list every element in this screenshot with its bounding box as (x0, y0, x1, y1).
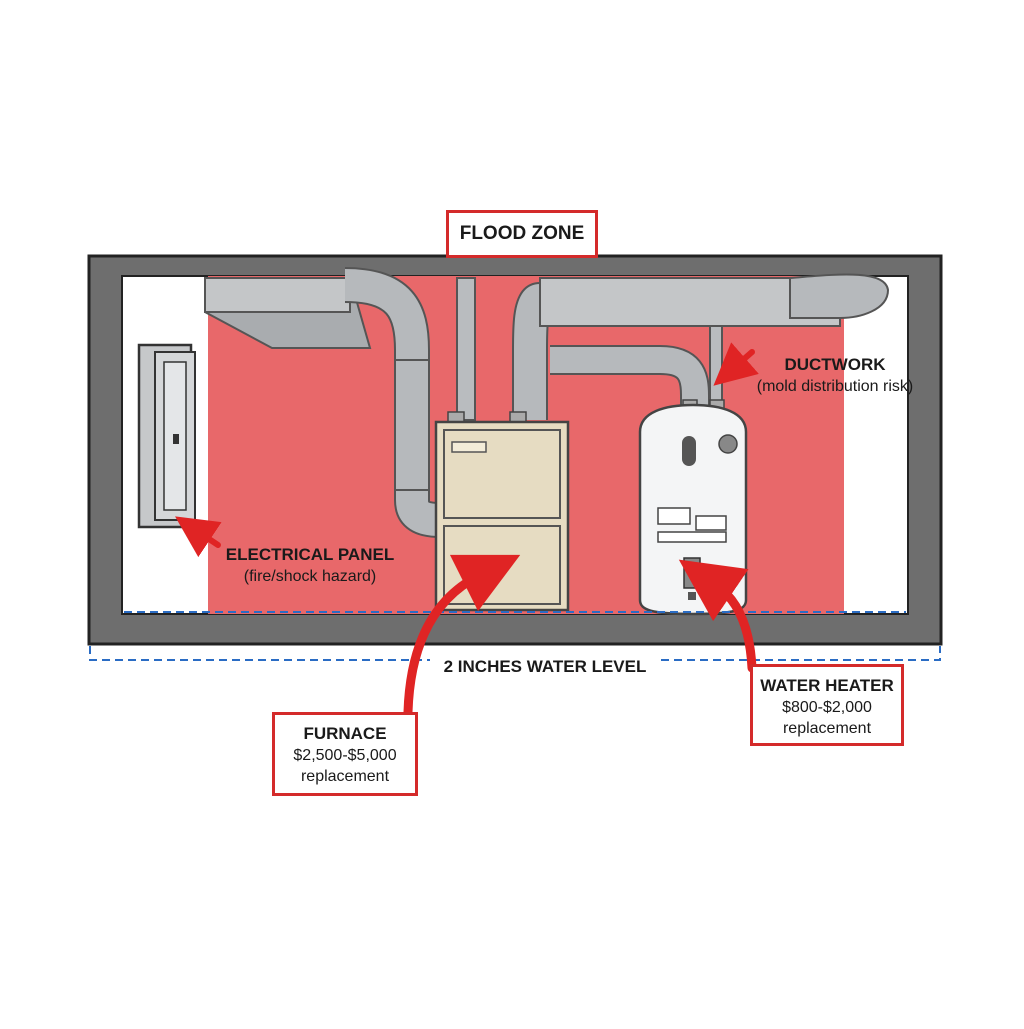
water-line-outer (89, 646, 941, 661)
furnace (434, 411, 570, 612)
electrical-panel-arrow (175, 516, 222, 558)
electrical-panel (137, 343, 196, 529)
ductwork-note: (mold distribution risk) (756, 378, 914, 395)
furnace-note: replacement (300, 768, 390, 785)
electrical-panel-title: ELECTRICAL PANEL (225, 545, 395, 564)
water-heater-callout: WATER HEATER $800-$2,000 replacement (750, 664, 904, 746)
ductwork-label: DUCTWORK (mold distribution risk) (740, 354, 930, 398)
water-heater-arrow (678, 559, 757, 673)
ductwork-arrow (713, 342, 759, 386)
callout-arrows (175, 342, 759, 717)
flood-zone-title: FLOOD ZONE (459, 223, 585, 244)
electrical-panel-note: (fire/shock hazard) (243, 568, 377, 585)
water-level-label: 2 INCHES WATER LEVEL (430, 656, 660, 678)
furnace-arrow (403, 554, 521, 717)
water-heater (638, 399, 748, 616)
flood-zone-title-box: FLOOD ZONE (446, 210, 598, 258)
electrical-panel-label: ELECTRICAL PANEL (fire/shock hazard) (220, 544, 400, 588)
furnace-title: FURNACE (303, 724, 387, 743)
ductwork (204, 267, 890, 538)
ductwork-title: DUCTWORK (784, 355, 886, 374)
water-heater-note: replacement (782, 720, 872, 737)
furnace-cost: $2,500-$5,000 (293, 747, 397, 764)
water-heater-cost: $800-$2,000 (782, 699, 872, 716)
furnace-callout: FURNACE $2,500-$5,000 replacement (272, 712, 418, 796)
water-heater-title: WATER HEATER (760, 676, 894, 695)
